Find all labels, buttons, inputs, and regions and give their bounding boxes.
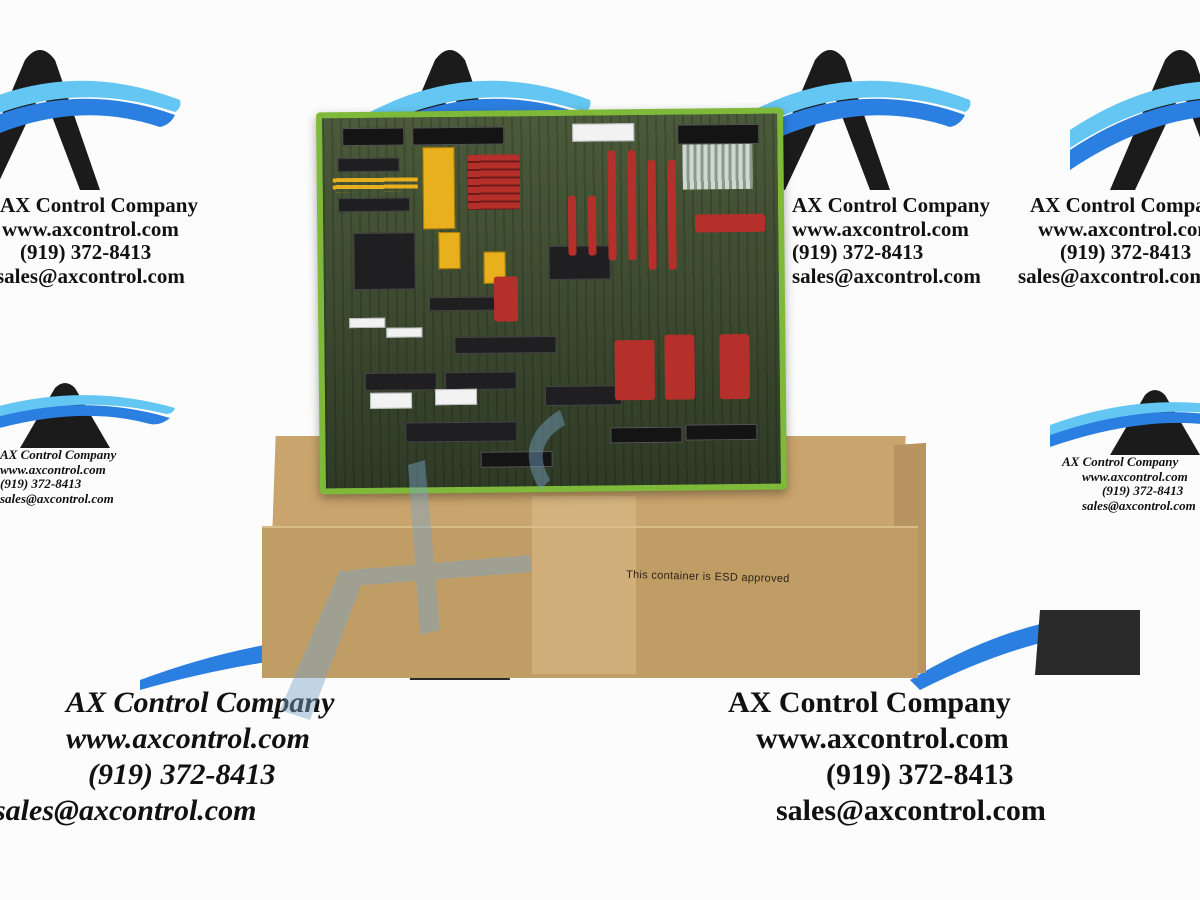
watermark-tile-middle-left: AX Control Company www.axcontrol.com (91… — [0, 378, 180, 506]
eprom-label — [369, 392, 413, 409]
ic-chip — [364, 372, 437, 391]
packing-tape — [532, 496, 636, 674]
red-component — [614, 339, 656, 401]
ax-logo-icon — [0, 378, 180, 448]
watermark-tile-bottom-right: AX Control Company www.axcontrol.com (91… — [720, 685, 1200, 829]
red-component — [607, 150, 617, 261]
heatsink-fins — [682, 143, 753, 190]
email: sales@axcontrol.com — [0, 490, 114, 506]
red-component — [695, 213, 766, 233]
ic-chip — [544, 385, 623, 407]
red-component — [493, 276, 519, 322]
ic-chip — [454, 335, 557, 355]
red-component — [667, 159, 677, 270]
email: sales@axcontrol.com — [776, 794, 1046, 827]
ic-chip — [353, 232, 416, 291]
ax-logo-icon-bottom-right — [760, 590, 1200, 695]
ribbon-connector — [412, 126, 505, 146]
relay — [438, 231, 461, 270]
company-name: AX Control Company — [728, 686, 1011, 719]
website: www.axcontrol.com — [1082, 468, 1188, 484]
watermark-tile-bottom-left: AX Control Company www.axcontrol.com (91… — [0, 685, 560, 829]
phone: (919) 372-8413 — [88, 758, 276, 791]
label-sticker — [386, 327, 423, 338]
white-connector — [572, 123, 635, 142]
red-component — [647, 159, 657, 270]
phone: (919) 372-8413 — [1102, 483, 1184, 499]
watermark-tile-top-center-right: AX Control Company www.axcontrol.com (91… — [700, 30, 1000, 288]
ax-logo-icon — [1050, 385, 1200, 455]
red-component — [719, 333, 751, 400]
ribbon-connector — [610, 426, 683, 444]
phone: (919) 372-8413 — [792, 240, 924, 265]
ic-chip — [405, 421, 518, 443]
email: sales@axcontrol.com — [1018, 263, 1200, 288]
email: sales@axcontrol.com — [0, 263, 185, 288]
red-component — [567, 195, 577, 256]
company-name: AX Control Company — [1030, 193, 1200, 217]
watermark-tile-top-right: AX Control Company www.axcontrol.com (91… — [1018, 30, 1200, 288]
ribbon-connector — [480, 450, 553, 468]
ic-chip — [337, 197, 411, 213]
company-name: AX Control Company — [792, 193, 990, 217]
website: www.axcontrol.com — [1038, 216, 1200, 241]
phone: (919) 372-8413 — [20, 240, 152, 265]
cardboard-box: Drive Systems This container is ESD appr… — [262, 436, 926, 680]
website: www.axcontrol.com — [792, 216, 969, 241]
red-heatsink — [467, 154, 521, 210]
website: www.axcontrol.com — [756, 722, 1009, 755]
company-name: AX Control Company — [0, 193, 198, 217]
company-name: AX Control Company — [1062, 454, 1179, 469]
phone: (919) 372-8413 — [0, 476, 82, 492]
label-sticker — [349, 317, 386, 329]
email: sales@axcontrol.com — [1082, 497, 1196, 513]
ic-chip — [444, 371, 517, 391]
black-connector — [548, 245, 611, 281]
phone: (919) 372-8413 — [1060, 240, 1192, 265]
website: www.axcontrol.com — [0, 461, 106, 477]
ic-chip — [428, 296, 502, 312]
website: www.axcontrol.com — [66, 722, 310, 755]
red-component — [627, 150, 637, 261]
company-name: AX Control Company — [66, 686, 335, 719]
eprom-label — [434, 388, 478, 406]
company-name: AX Control Company — [0, 447, 117, 462]
website: www.axcontrol.com — [2, 216, 179, 241]
phone: (919) 372-8413 — [826, 758, 1014, 791]
email: sales@axcontrol.com — [0, 794, 257, 827]
ax-logo-icon — [1030, 30, 1200, 190]
ribbon-connector — [685, 423, 758, 441]
watermark-tile-top-left: AX Control Company www.axcontrol.com (91… — [0, 30, 210, 288]
circuit-board — [316, 107, 787, 495]
ic-chip — [337, 157, 400, 173]
ribbon-connector — [342, 127, 405, 147]
red-component — [587, 195, 597, 256]
ribbon-connector — [677, 123, 760, 145]
watermark-tile-middle-right: AX Control Company www.axcontrol.com (91… — [1050, 385, 1200, 513]
yellow-bars — [332, 177, 418, 193]
ax-logo-icon — [0, 30, 210, 190]
red-component — [664, 334, 696, 400]
email: sales@axcontrol.com — [792, 263, 981, 288]
ax-logo-icon — [700, 30, 1000, 190]
relay — [422, 147, 456, 230]
